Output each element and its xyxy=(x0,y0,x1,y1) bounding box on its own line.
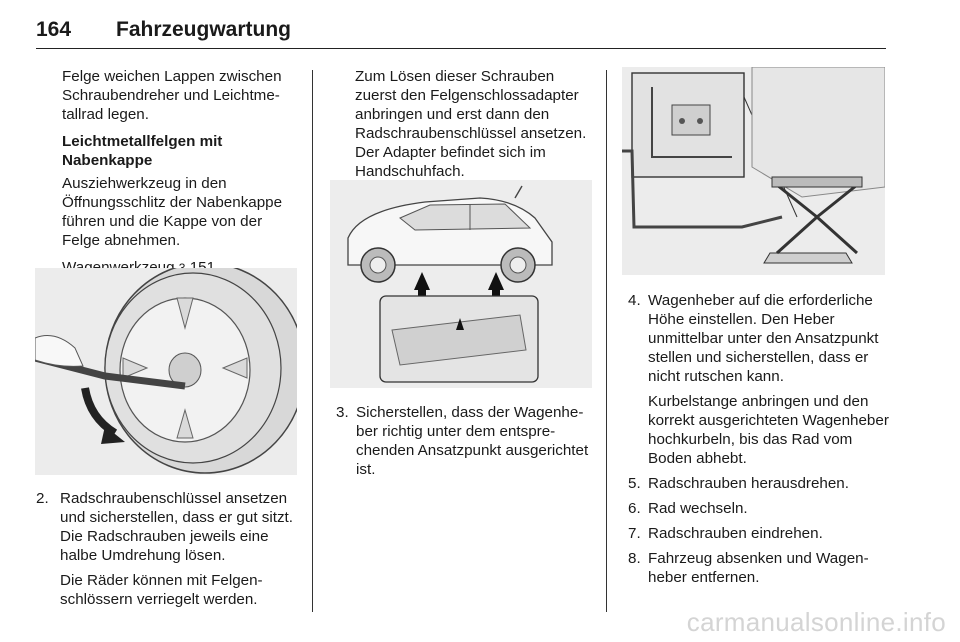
step-3: 3. Sicherstellen, dass der Wagenhe­ber r… xyxy=(336,403,598,485)
step-5: 5. Radschrauben herausdrehen. xyxy=(628,474,890,493)
intro-paragraph: Felge weichen Lappen zwischen Schraubend… xyxy=(62,68,282,123)
jack-point-figure xyxy=(330,180,592,388)
page-title: Fahrzeugwartung xyxy=(116,18,292,41)
step-8: 8. Fahrzeug absenken und Wagen­heber ent… xyxy=(628,549,890,587)
step-number: 4. xyxy=(628,292,641,309)
step-note: Kurbelstange anbringen und den korrekt a… xyxy=(648,393,889,467)
step-number: 5. xyxy=(628,475,641,492)
wheel-figure xyxy=(35,268,297,475)
step-number: 6. xyxy=(628,500,641,517)
step-number: 8. xyxy=(628,550,641,567)
step-text: Sicherstellen, dass der Wagenhe­ber rich… xyxy=(356,404,589,478)
step-text: Wagenheber auf die erforderliche Höhe ei… xyxy=(648,292,879,385)
column-1: Felge weichen Lappen zwischen Schraubend… xyxy=(62,67,302,286)
step-number: 7. xyxy=(628,525,641,542)
step-text: Rad wechseln. xyxy=(648,500,748,517)
step-text: Fahrzeug absenken und Wagen­heber entfer… xyxy=(648,550,869,586)
step-text: Radschraubenschlüssel anset­zen und sich… xyxy=(60,490,293,564)
step-2: 2. Radschraubenschlüssel anset­zen und s… xyxy=(36,489,302,615)
step-6: 6. Rad wechseln. xyxy=(628,499,890,518)
step-7: 7. Radschrauben eindrehen. xyxy=(628,524,890,543)
step-text: Radschrauben eindrehen. xyxy=(648,525,823,542)
column-divider xyxy=(606,70,607,612)
page-number: 164 xyxy=(36,18,72,41)
column-3-steps: 4. Wagenheber auf die erforderliche Höhe… xyxy=(628,291,890,593)
step-text: Radschrauben herausdrehen. xyxy=(648,475,849,492)
hub-paragraph: Ausziehwerkzeug in den Öffnungsschlitz d… xyxy=(62,175,283,249)
column-2: Zum Lösen dieser Schrauben zuerst den Fe… xyxy=(355,67,595,189)
step-number: 2. xyxy=(36,490,49,507)
step-number: 3. xyxy=(336,404,349,421)
watermark: carmanualsonline.info xyxy=(686,607,946,637)
jack-figure xyxy=(622,67,885,275)
column-divider xyxy=(312,70,313,612)
subheading: Leichtmetallfelgen mit Nabenkappe xyxy=(62,133,223,169)
intro-paragraph: Zum Lösen dieser Schrauben zuerst den Fe… xyxy=(355,68,587,180)
step-4: 4. Wagenheber auf die erforderliche Höhe… xyxy=(628,291,890,468)
step-note: Die Räder können mit Felgen­schlössern v… xyxy=(60,572,263,608)
page-header: 164 Fahrzeugwartung xyxy=(36,8,886,49)
